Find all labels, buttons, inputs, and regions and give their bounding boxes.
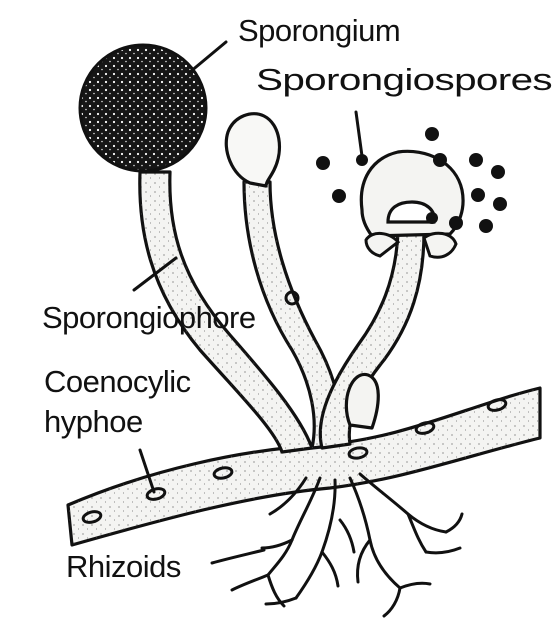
ruptured-sporangium — [359, 149, 465, 259]
young-sporangium — [224, 112, 282, 188]
sporangiophore-left — [138, 170, 314, 454]
leader-sporangiospores — [354, 110, 364, 158]
leader-lines — [132, 40, 364, 565]
label-sporangiospores: Sporongiospores — [256, 62, 552, 97]
label-coenocytic-line2: hyphoe — [44, 404, 143, 439]
sporangiospores — [316, 127, 507, 233]
label-sporangiophore: Sporongiophore — [42, 300, 256, 335]
leader-coenocytic — [138, 448, 156, 494]
label-sporangium: Sporongium — [238, 13, 400, 48]
rhizoids — [230, 472, 464, 618]
leader-rhizoids — [210, 548, 266, 565]
leader-sporangium — [188, 40, 228, 74]
coenocytic-hypha — [66, 386, 542, 547]
sporangiophore-right — [318, 230, 426, 450]
label-rhizoids: Rhizoids — [66, 549, 181, 584]
sporangium — [78, 43, 208, 173]
label-coenocytic-line1: Coenocylic — [44, 364, 191, 399]
leader-sporangiophore — [132, 256, 178, 292]
